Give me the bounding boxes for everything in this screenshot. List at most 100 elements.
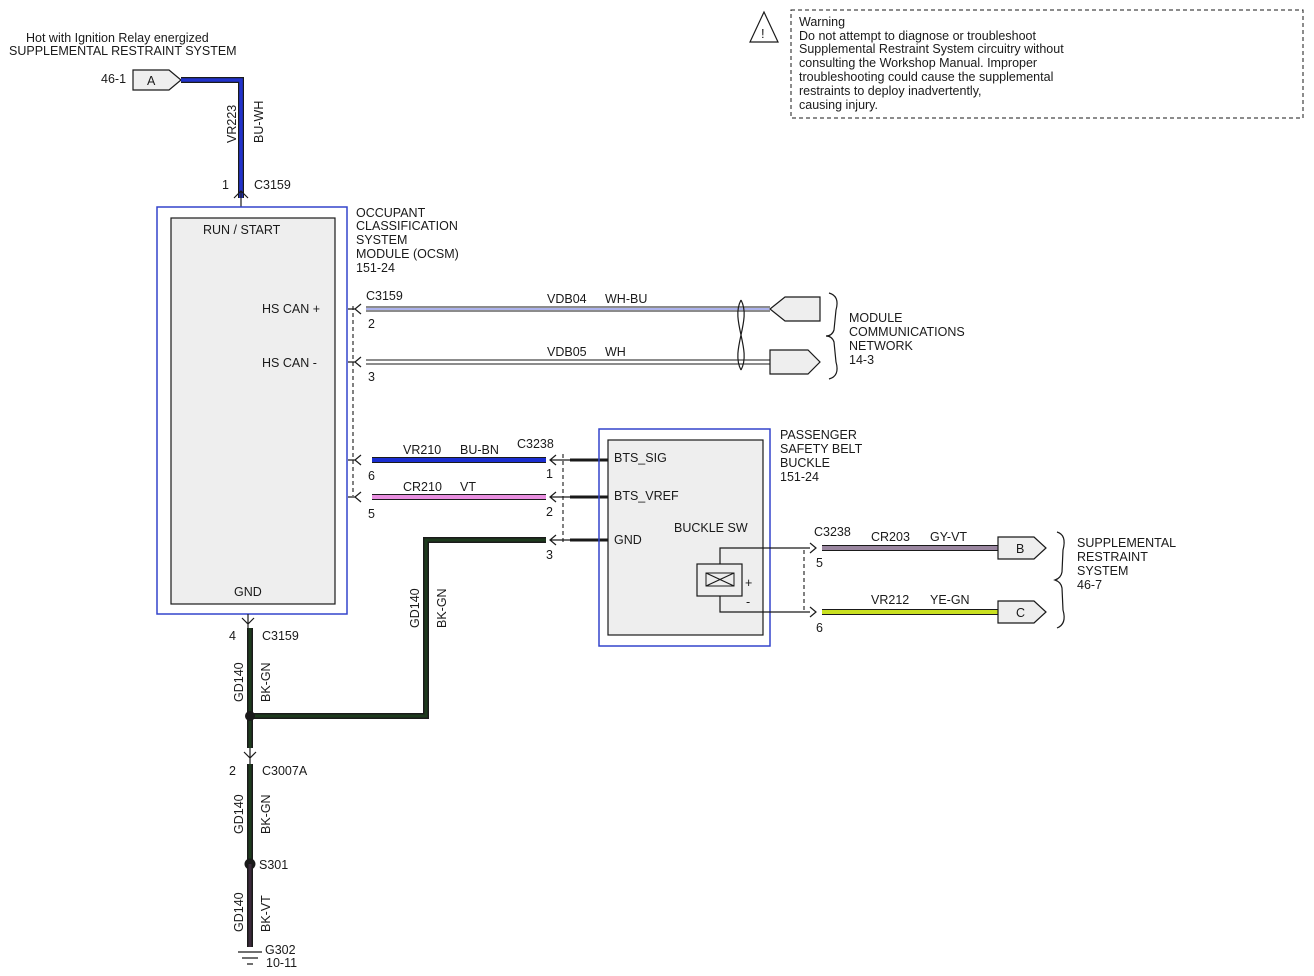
ground-icon bbox=[238, 951, 262, 965]
wire-gd140-left-color-label: BK-GN bbox=[435, 588, 449, 628]
c3238-pin-sig: 1 bbox=[546, 467, 553, 481]
c3159-gnd-pin: 4 bbox=[229, 629, 236, 643]
c3238-pin-b: 5 bbox=[816, 556, 823, 570]
ground-name: G302 bbox=[265, 943, 296, 957]
wire-vdb04-color-label: WH-BU bbox=[605, 292, 647, 306]
wire-gd140-mid-circuit: GD140 bbox=[232, 794, 246, 834]
ocsm-pin-gnd: GND bbox=[234, 585, 262, 599]
c3159-sig-arrow bbox=[348, 454, 362, 466]
warning-line-3: consulting the Workshop Manual. Improper bbox=[799, 56, 1037, 70]
wire-gd140-left-circuit: GD140 bbox=[408, 588, 422, 628]
ocsm-name-3: SYSTEM bbox=[356, 233, 407, 247]
buckle-name-3: BUCKLE bbox=[780, 456, 830, 470]
c3238-pin-c: 6 bbox=[816, 621, 823, 635]
network-flag-plus[interactable] bbox=[769, 296, 821, 322]
c3159-pin-vref: 5 bbox=[368, 507, 375, 521]
c3159-can-minus-arrow bbox=[348, 356, 362, 368]
header-ref: 46-1 bbox=[101, 72, 126, 86]
c3159-can-pin-plus: 2 bbox=[368, 317, 375, 331]
c3159-vref-arrow bbox=[348, 491, 362, 503]
warning-line-6: causing injury. bbox=[799, 98, 878, 112]
srs-flag-b[interactable]: B bbox=[997, 536, 1047, 560]
ground-ref: 10-11 bbox=[266, 956, 297, 970]
wire-gd140-bot-circuit: GD140 bbox=[232, 892, 246, 932]
connector-c3159-top-arrow bbox=[233, 190, 249, 207]
c3159-can-plus-arrow bbox=[348, 303, 362, 315]
wire-gd140-top-color-label: BK-GN bbox=[259, 662, 273, 702]
wire-vr210-color-label: BU-BN bbox=[460, 443, 499, 457]
srs-name-1: SUPPLEMENTAL bbox=[1077, 536, 1176, 550]
c3159-pin-sig: 6 bbox=[368, 469, 375, 483]
wire-vr212-color-label: YE-GN bbox=[930, 593, 970, 607]
srs-flag-c[interactable]: C bbox=[997, 600, 1047, 624]
c3238-vref-arrow bbox=[549, 491, 570, 503]
buckle-sw-plus-wire bbox=[719, 547, 810, 564]
warning-box: ! Warning Do not attempt to diagnose or … bbox=[749, 9, 1304, 119]
network-name-2: COMMUNICATIONS bbox=[849, 325, 965, 339]
c3238-b-arrow bbox=[809, 542, 817, 554]
ocsm-module[interactable] bbox=[156, 206, 348, 615]
c3159-gnd-name: C3159 bbox=[262, 629, 299, 643]
buckle-pin-gnd: GND bbox=[614, 533, 642, 547]
splice-s301-name: S301 bbox=[259, 858, 288, 872]
wire-gd140-left[interactable] bbox=[250, 537, 546, 719]
ocsm-name-4: MODULE (OCSM) bbox=[356, 247, 459, 261]
buckle-module[interactable] bbox=[598, 428, 771, 647]
warning-icon-glyph: ! bbox=[761, 26, 765, 41]
buckle-name-1: PASSENGER bbox=[780, 428, 857, 442]
srs-flag-b-label: B bbox=[1016, 542, 1024, 556]
c3238-pin-vref: 2 bbox=[546, 505, 553, 519]
ocsm-name-2: CLASSIFICATION bbox=[356, 219, 458, 233]
wire-vdb05-color-label: WH bbox=[605, 345, 626, 359]
network-name-1: MODULE bbox=[849, 311, 902, 325]
wire-vr210-circuit: VR210 bbox=[403, 443, 441, 457]
c3159-can-pin-minus: 3 bbox=[368, 370, 375, 384]
c3238-pin-gnd: 3 bbox=[546, 548, 553, 562]
wire-vr223-color bbox=[181, 78, 243, 198]
wire-gd140-top-circuit: GD140 bbox=[232, 662, 246, 702]
c3159-top-name: C3159 bbox=[254, 178, 291, 192]
network-brace bbox=[825, 292, 838, 380]
c3238-right-name: C3238 bbox=[814, 525, 851, 539]
wire-vr223-color-label: BU-WH bbox=[252, 101, 266, 143]
wire-gd140-mid-color-label: BK-GN bbox=[259, 794, 273, 834]
network-ref: 14-3 bbox=[849, 353, 874, 367]
c3007a-arrow bbox=[243, 748, 257, 764]
buckle-pin-vref: BTS_VREF bbox=[614, 489, 679, 503]
buckle-name-2: SAFETY BELT bbox=[780, 442, 863, 456]
srs-ref: 46-7 bbox=[1077, 578, 1102, 592]
junction-dot bbox=[245, 711, 255, 721]
twisted-pair-icon bbox=[737, 299, 745, 371]
warning-line-2: Supplemental Restraint System circuitry … bbox=[799, 42, 1064, 56]
c3238-sig-arrow bbox=[549, 454, 570, 466]
buckle-sw-plus: + bbox=[745, 576, 752, 590]
warning-title: Warning bbox=[799, 15, 845, 29]
wire-gd140-bot-color-label: BK-VT bbox=[259, 895, 273, 932]
srs-flag-c-label: C bbox=[1016, 606, 1025, 620]
buckle-stub-wires bbox=[570, 458, 608, 542]
ocsm-pin-run-start: RUN / START bbox=[203, 223, 281, 237]
warning-line-1: Do not attempt to diagnose or troublesho… bbox=[799, 29, 1036, 43]
wire-cr210-color-label: VT bbox=[460, 480, 476, 494]
network-name-3: NETWORK bbox=[849, 339, 914, 353]
buckle-ref: 151-24 bbox=[780, 470, 819, 484]
wire-vdb04-circuit: VDB04 bbox=[547, 292, 587, 306]
header-line1: Hot with Ignition Relay energized bbox=[26, 31, 209, 45]
wire-vr223[interactable] bbox=[181, 77, 244, 198]
wire-cr210-circuit: CR210 bbox=[403, 480, 442, 494]
srs-brace bbox=[1053, 531, 1065, 629]
wire-vdb05-circuit: VDB05 bbox=[547, 345, 587, 359]
c3238-left-name: C3238 bbox=[517, 437, 554, 451]
c3159-can-name: C3159 bbox=[366, 289, 403, 303]
warning-line-5: restraints to deploy inadvertently, bbox=[799, 84, 982, 98]
c3238-c-arrow bbox=[809, 606, 817, 618]
connector-flag-a[interactable]: A bbox=[132, 69, 182, 91]
ocsm-ref: 151-24 bbox=[356, 261, 395, 275]
header-line2: SUPPLEMENTAL RESTRAINT SYSTEM bbox=[9, 44, 237, 58]
srs-name-2: RESTRAINT bbox=[1077, 550, 1148, 564]
c3159-top-pin: 1 bbox=[222, 178, 229, 192]
c3238-gnd-arrow bbox=[549, 534, 570, 546]
network-flag-minus[interactable] bbox=[769, 349, 821, 375]
buckle-pin-sw: BUCKLE SW bbox=[674, 521, 748, 535]
